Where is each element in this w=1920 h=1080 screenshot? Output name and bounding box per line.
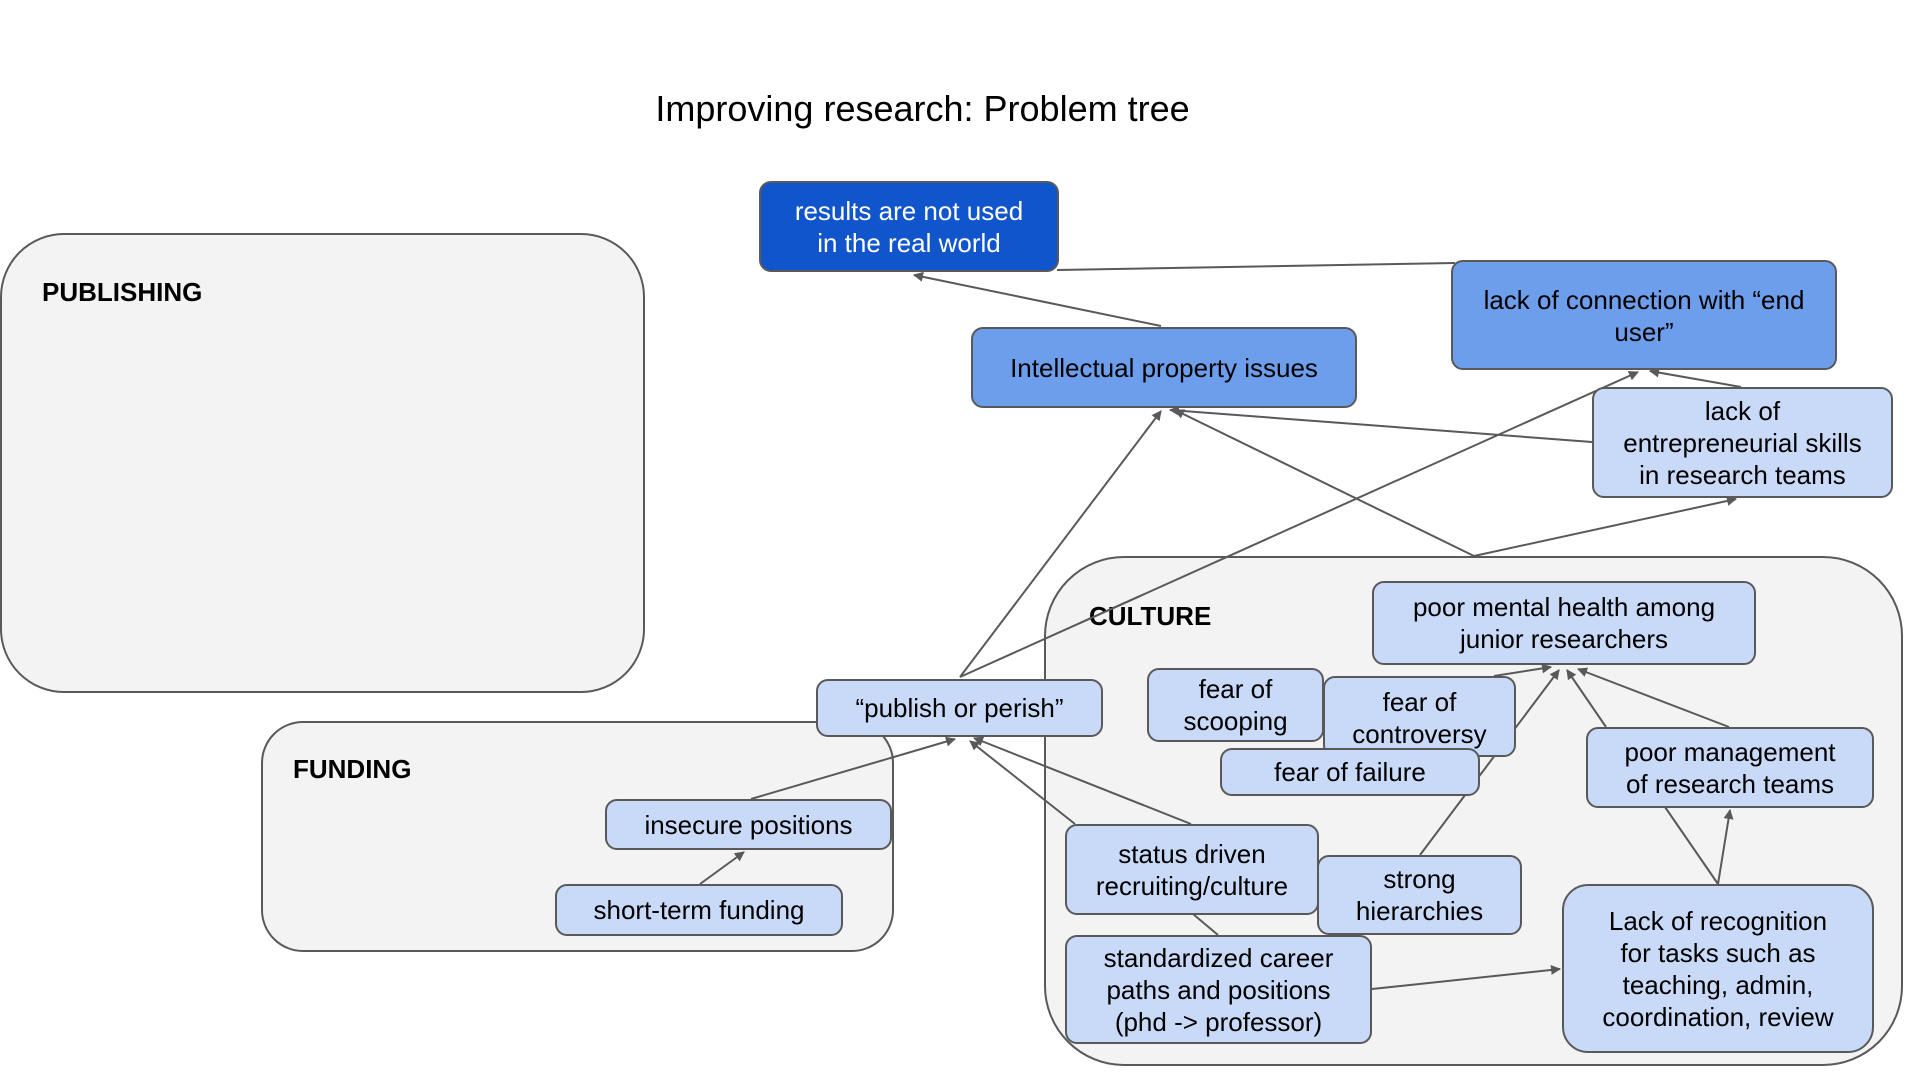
group-label-culture: CULTURE (1089, 601, 1212, 631)
node-poor-management[interactable]: poor management of research teams (1586, 727, 1874, 808)
page-title: Improving research: Problem tree (655, 88, 1190, 129)
node-strong-hierarchies[interactable]: strong hierarchies (1317, 855, 1522, 935)
edge-ip-to-results (913, 271, 1162, 327)
edge-culture-to-ip (1174, 409, 1475, 557)
node-entrepreneurial-skills[interactable]: lack of entrepreneurial skills in resear… (1592, 387, 1893, 498)
node-results-not-used[interactable]: results are not used in the real world (759, 181, 1059, 272)
group-publishing: PUBLISHING (0, 233, 645, 693)
node-insecure-positions[interactable]: insecure positions (605, 799, 892, 850)
node-poor-mental-health[interactable]: poor mental health among junior research… (1372, 581, 1756, 665)
edge-enduser-to-results (1056, 262, 1456, 271)
group-label-funding: FUNDING (293, 754, 412, 784)
edge-entrepreneurial-to-enduser (1649, 367, 1742, 388)
node-publish-or-perish[interactable]: “publish or perish” (816, 679, 1103, 737)
edge-entrepreneurial-to-ip (1169, 405, 1593, 443)
node-lack-of-recognition[interactable]: Lack of recognition for tasks such as te… (1562, 884, 1874, 1053)
node-fear-of-failure[interactable]: fear of failure (1220, 748, 1480, 796)
node-fear-of-scooping[interactable]: fear of scooping (1147, 668, 1324, 742)
node-ip-issues[interactable]: Intellectual property issues (971, 327, 1357, 408)
node-fear-of-controversy[interactable]: fear of controversy (1323, 676, 1516, 757)
group-label-publishing: PUBLISHING (42, 277, 203, 307)
node-standardized-careers[interactable]: standardized career paths and positions … (1065, 935, 1372, 1044)
node-end-user-connection[interactable]: lack of connection with “end user” (1451, 260, 1837, 370)
node-short-term-funding[interactable]: short-term funding (555, 884, 843, 936)
edge-culture-to-entrepreneurial (1473, 496, 1737, 557)
node-status-driven[interactable]: status driven recruiting/culture (1065, 824, 1319, 915)
